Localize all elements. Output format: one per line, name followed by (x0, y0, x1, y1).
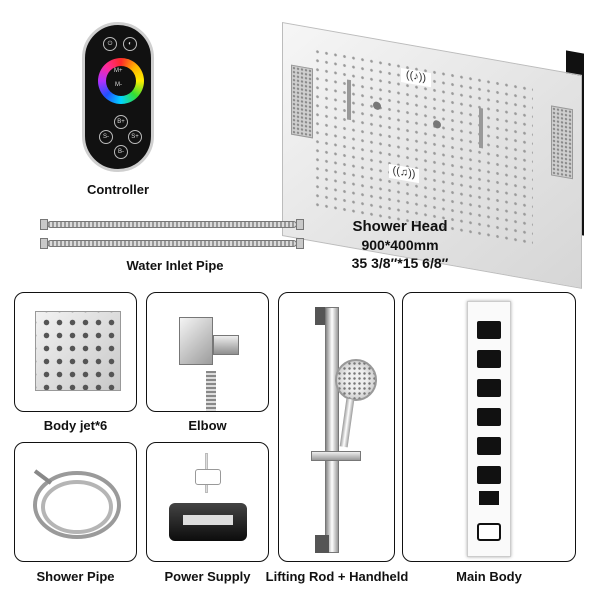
handheld-handle (339, 398, 355, 448)
thermostat-knob (477, 523, 501, 541)
main-body-panel (467, 301, 511, 557)
light-bar-left (347, 79, 351, 121)
shower-head-spec: Shower Head 900*400mm 35 3/8″*15 6/8″ (325, 218, 475, 272)
elbow-box (146, 292, 269, 412)
mode-minus-button: M- (115, 82, 122, 88)
controller-label: Controller (86, 182, 150, 197)
body-jet-box (14, 292, 137, 412)
power-supply-label: Power Supply (164, 569, 251, 584)
shower-head-title: Shower Head (352, 218, 448, 235)
adapter-label (183, 515, 233, 525)
water-inlet-pipe-2 (47, 240, 297, 247)
valve-knob-6 (477, 466, 501, 484)
slider-holder (311, 451, 361, 461)
water-inlet-pipe-label: Water Inlet Pipe (126, 258, 224, 273)
shower-pipe-image (33, 469, 121, 539)
main-body-box (402, 292, 576, 562)
lifting-rod-box (278, 292, 395, 562)
mode-plus-button: M+ (114, 68, 123, 74)
valve-knob-1 (477, 321, 501, 339)
shower-pipe-box (14, 442, 137, 562)
rod-bottom-mount (315, 535, 329, 553)
body-jet-image (35, 311, 121, 391)
s-minus-button: S- (99, 130, 113, 144)
valve-knob-2 (477, 350, 501, 368)
elbow-label: Elbow (188, 418, 227, 433)
lifting-rod (325, 307, 339, 553)
valve-knob-5 (477, 437, 501, 455)
color-wheel-icon: M+ M- (98, 58, 144, 104)
water-inlet-pipe-1 (47, 221, 297, 228)
side-waterfall-left (291, 64, 313, 139)
b-plus-button: B+ (114, 115, 128, 129)
light-bar-right (479, 107, 483, 149)
speaker-icon: ◐ (123, 37, 137, 51)
shower-pipe-label: Shower Pipe (36, 569, 115, 584)
pipe-nut-right-2 (296, 238, 304, 249)
valve-knob-4 (477, 408, 501, 426)
handheld-head (335, 359, 377, 401)
b-minus-button: B- (114, 145, 128, 159)
elbow-outlet (213, 335, 239, 355)
shower-head-size-in: 35 3/8″*15 6/8″ (351, 255, 449, 271)
s-plus-button: S+ (128, 130, 142, 144)
body-jet-label: Body jet*6 (43, 418, 108, 433)
power-icon: ⏻ (103, 37, 117, 51)
main-body-label: Main Body (456, 569, 522, 584)
temperature-display (479, 491, 499, 505)
power-supply-box (146, 442, 269, 562)
pipe-nut-right-1 (296, 219, 304, 230)
valve-knob-3 (477, 379, 501, 397)
elbow-plate (179, 317, 213, 365)
elbow-hose (206, 371, 216, 411)
shower-head-size-mm: 900*400mm (361, 237, 439, 253)
controller-remote: ⏻ ◐ M+ M- B+ S- S+ B- (82, 22, 154, 172)
lifting-rod-label: Lifting Rod + Handheld (265, 569, 409, 584)
connector (195, 469, 221, 485)
side-waterfall-right (551, 105, 573, 180)
